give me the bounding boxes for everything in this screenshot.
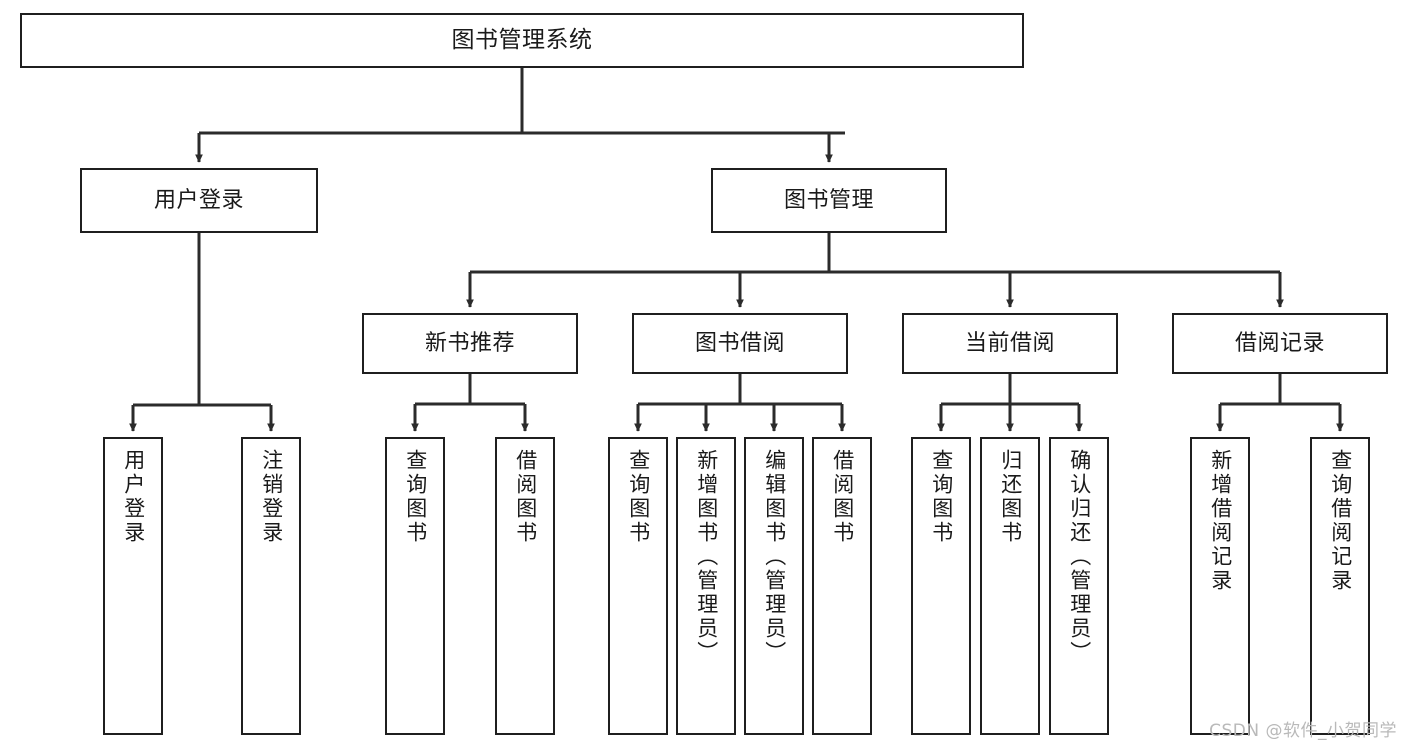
node-root-label: 图书管理系统: [451, 27, 593, 54]
node-user-login[interactable]: 用户登录: [80, 168, 318, 233]
node-leaf-confirm-return-label: 确认归还（管理员）: [1067, 449, 1092, 665]
node-leaf-borrow-book-2[interactable]: 借阅图书: [812, 437, 872, 735]
node-leaf-confirm-return[interactable]: 确认归还（管理员）: [1049, 437, 1109, 735]
node-leaf-add-book[interactable]: 新增图书（管理员）: [676, 437, 736, 735]
node-leaf-user-login[interactable]: 用户登录: [103, 437, 163, 735]
node-leaf-query-book-3-label: 查询图书: [929, 449, 954, 545]
node-new-book-recommend-label: 新书推荐: [424, 330, 515, 356]
node-leaf-logout-login-label: 注销登录: [259, 449, 284, 545]
node-leaf-query-book-1[interactable]: 查询图书: [385, 437, 445, 735]
node-leaf-add-record-label: 新增借阅记录: [1208, 449, 1233, 593]
node-leaf-logout-login[interactable]: 注销登录: [241, 437, 301, 735]
node-current-borrow-label: 当前借阅: [964, 330, 1055, 356]
node-root[interactable]: 图书管理系统: [20, 13, 1024, 68]
node-book-borrow-label: 图书借阅: [694, 330, 785, 356]
node-leaf-add-book-label: 新增图书（管理员）: [694, 449, 719, 665]
node-current-borrow[interactable]: 当前借阅: [902, 313, 1118, 374]
node-book-management-label: 图书管理: [783, 187, 874, 213]
node-leaf-edit-book[interactable]: 编辑图书（管理员）: [744, 437, 804, 735]
node-leaf-query-book-1-label: 查询图书: [403, 449, 428, 545]
node-book-management[interactable]: 图书管理: [711, 168, 947, 233]
node-borrow-record[interactable]: 借阅记录: [1172, 313, 1388, 374]
node-leaf-query-book-2[interactable]: 查询图书: [608, 437, 668, 735]
node-borrow-record-label: 借阅记录: [1234, 330, 1325, 356]
node-leaf-borrow-book-2-label: 借阅图书: [830, 449, 855, 545]
node-leaf-query-record-label: 查询借阅记录: [1328, 449, 1353, 593]
node-book-borrow[interactable]: 图书借阅: [632, 313, 848, 374]
node-new-book-recommend[interactable]: 新书推荐: [362, 313, 578, 374]
node-leaf-add-record[interactable]: 新增借阅记录: [1190, 437, 1250, 735]
node-leaf-edit-book-label: 编辑图书（管理员）: [762, 449, 787, 665]
node-user-login-label: 用户登录: [153, 187, 244, 213]
node-leaf-borrow-book-1[interactable]: 借阅图书: [495, 437, 555, 735]
node-leaf-return-book[interactable]: 归还图书: [980, 437, 1040, 735]
node-leaf-query-book-3[interactable]: 查询图书: [911, 437, 971, 735]
node-leaf-return-book-label: 归还图书: [998, 449, 1023, 545]
node-leaf-query-record[interactable]: 查询借阅记录: [1310, 437, 1370, 735]
node-leaf-query-book-2-label: 查询图书: [626, 449, 651, 545]
node-leaf-borrow-book-1-label: 借阅图书: [513, 449, 538, 545]
node-leaf-user-login-label: 用户登录: [121, 449, 146, 545]
